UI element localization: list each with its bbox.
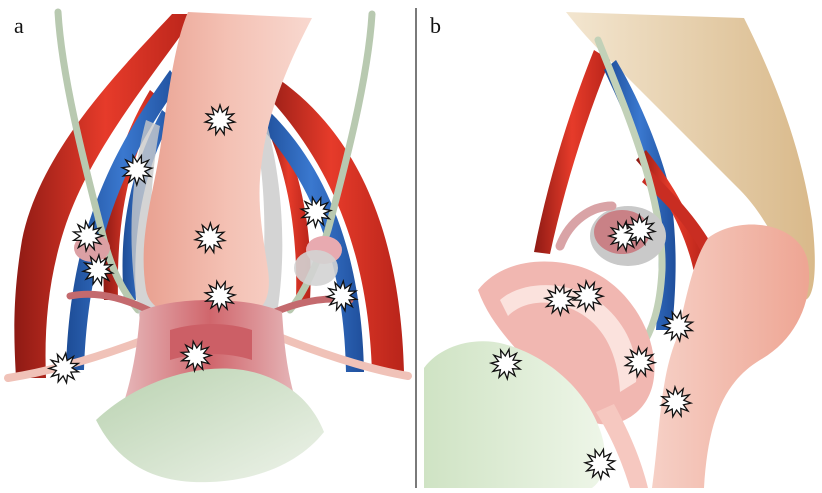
panel-b: b (424, 12, 815, 488)
right-ovary-shadow (294, 250, 338, 286)
panel-b-label: b (430, 13, 441, 38)
panel-a-label: a (14, 13, 24, 38)
